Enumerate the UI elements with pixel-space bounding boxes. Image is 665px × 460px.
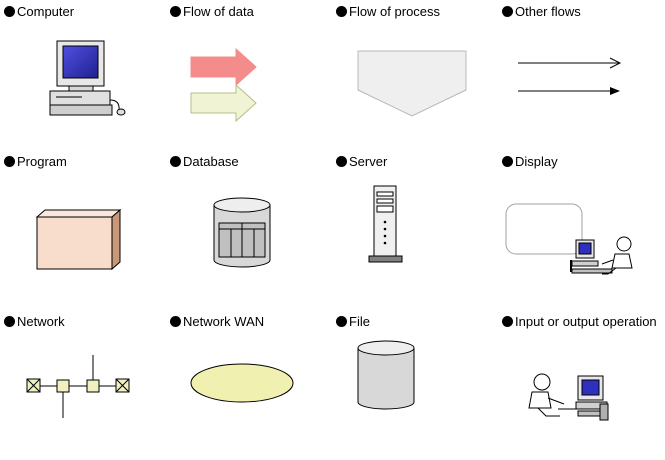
flow-lines-icon xyxy=(518,57,622,95)
legend-server-text: Server xyxy=(349,154,388,169)
legend-display-label: Display xyxy=(502,154,558,170)
bullet-icon xyxy=(336,6,347,17)
legend-other-flows-text: Other flows xyxy=(515,4,581,19)
program-box-shape xyxy=(35,208,122,271)
legend-flow-of-data-text: Flow of data xyxy=(183,4,254,19)
bullet-icon xyxy=(170,6,181,17)
user-at-display-icon xyxy=(505,203,633,275)
bullet-icon xyxy=(170,156,181,167)
user-at-terminal-icon xyxy=(528,373,609,421)
data-flow-arrows-icon xyxy=(190,47,257,123)
desktop-computer-icon xyxy=(49,40,126,116)
legend-flow-of-data-label: Flow of data xyxy=(170,4,254,20)
database-cylinder-icon xyxy=(213,197,271,268)
bullet-icon xyxy=(336,156,347,167)
bullet-icon xyxy=(502,316,513,327)
legend-flow-of-process: Flow of process xyxy=(332,0,498,150)
network-topology-icon xyxy=(26,355,130,418)
legend-computer: Computer xyxy=(0,0,166,150)
legend-database-text: Database xyxy=(183,154,239,169)
legend-file-label: File xyxy=(336,314,370,330)
legend-file: File xyxy=(332,310,498,460)
legend-flow-of-process-label: Flow of process xyxy=(336,4,440,20)
legend-network-label: Network xyxy=(4,314,65,330)
legend-computer-text: Computer xyxy=(17,4,75,19)
legend-database: Database xyxy=(166,150,332,300)
legend-server-label: Server xyxy=(336,154,387,170)
bullet-icon xyxy=(170,316,181,327)
legend-display: Display xyxy=(498,150,664,300)
legend-program-text: Program xyxy=(17,154,67,169)
legend-network-wan: Network WAN xyxy=(166,310,332,460)
legend-input-output-label: Input or output operation xyxy=(502,314,657,330)
legend-server: Server xyxy=(332,150,498,300)
bullet-icon xyxy=(336,316,347,327)
process-pentagon-shape xyxy=(357,50,467,117)
bullet-icon xyxy=(502,156,513,167)
legend-file-text: File xyxy=(349,314,370,329)
legend-network-text: Network xyxy=(17,314,65,329)
legend-program-label: Program xyxy=(4,154,67,170)
legend-network-wan-label: Network WAN xyxy=(170,314,264,330)
legend-input-output: Input or output operation xyxy=(498,310,664,460)
legend-network-wan-text: Network WAN xyxy=(183,314,265,329)
legend-computer-label: Computer xyxy=(4,4,74,20)
bullet-icon xyxy=(502,6,513,17)
legend-other-flows-label: Other flows xyxy=(502,4,581,20)
wan-ellipse-shape xyxy=(190,363,294,403)
legend-flow-of-data: Flow of data xyxy=(166,0,332,150)
legend-flow-of-process-text: Flow of process xyxy=(349,4,441,19)
legend-input-output-text: Input or output operation xyxy=(515,314,657,329)
file-cylinder-icon xyxy=(357,340,415,410)
bullet-icon xyxy=(4,156,15,167)
legend-other-flows: Other flows xyxy=(498,0,664,150)
legend-program: Program xyxy=(0,150,166,300)
legend-display-text: Display xyxy=(515,154,558,169)
server-tower-icon xyxy=(368,185,403,263)
bullet-icon xyxy=(4,6,15,17)
bullet-icon xyxy=(4,316,15,327)
legend-network: Network xyxy=(0,310,166,460)
legend-database-label: Database xyxy=(170,154,239,170)
